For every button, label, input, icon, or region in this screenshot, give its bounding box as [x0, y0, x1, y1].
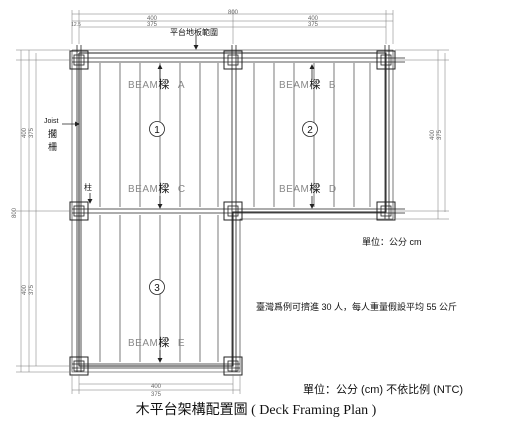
post-inner — [380, 54, 392, 66]
joist-label-zh-1: 擱 — [48, 128, 57, 139]
floor-extent-label: 平台地板範圍 — [170, 27, 218, 37]
floor-extent-arrow-head — [193, 45, 199, 50]
post-inner — [227, 54, 239, 66]
svg-text:2: 2 — [307, 125, 313, 136]
svg-text:1: 1 — [154, 125, 160, 136]
dim-top-left: 400 — [147, 16, 158, 22]
joist-label-zh-2: 柵 — [48, 141, 57, 152]
beam-a-arrow-head — [157, 64, 163, 69]
zone-2-marker: 2 — [302, 121, 318, 137]
joist-arrow-head — [75, 121, 80, 127]
post-inner — [227, 205, 239, 217]
dim-top-right-inner: 375 — [308, 22, 319, 28]
post-inner — [380, 205, 392, 217]
dim-bottom-total: 400 — [151, 384, 162, 390]
deck-edge-outline — [71, 49, 394, 373]
post-inner — [73, 205, 85, 217]
svg-text:3: 3 — [154, 283, 160, 294]
post-square — [223, 50, 243, 70]
dim-left-upper: 400 — [22, 127, 28, 138]
dimension-lines — [16, 10, 449, 394]
zone-1-marker: 1 — [149, 121, 165, 137]
dim-top-left-inner: 375 — [147, 22, 158, 28]
post-inner — [73, 54, 85, 66]
dim-left-lower-inner: 375 — [29, 284, 35, 295]
dim-left-lower: 400 — [22, 284, 28, 295]
post-inner — [227, 360, 239, 372]
joist-label: Joist — [44, 118, 58, 125]
deck-outline — [78, 52, 387, 367]
beam-d-arrow-head — [309, 204, 315, 209]
post-square — [223, 201, 243, 221]
post-arrow-head — [87, 199, 93, 204]
post-inner — [73, 360, 85, 372]
beam-c-arrow-head — [157, 204, 163, 209]
unit-note: 單位：公分 cm — [362, 237, 422, 247]
beam-e-arrow-head — [157, 358, 163, 363]
figure-caption: 木平台架構配置圖 ( Deck Framing Plan ) — [135, 403, 377, 418]
deck-structure — [62, 36, 405, 376]
dim-left-total: 800 — [12, 207, 18, 218]
dim-top-right: 400 — [308, 16, 319, 22]
dim-right-upper-inner: 375 — [437, 129, 443, 140]
dim-right-upper: 400 — [430, 129, 436, 140]
dim-top-edge: 12.5 — [71, 22, 81, 28]
capacity-note: 臺灣爲例可擠進 30 人，每人重量假設平均 55 公斤 — [256, 302, 458, 312]
zone-3-marker: 3 — [149, 279, 165, 295]
dim-bottom-inner: 375 — [151, 392, 162, 398]
post-label: 柱 — [84, 182, 92, 192]
unit-ntc-note: 單位：公分 (cm) 不依比例 (NTC) — [303, 384, 464, 396]
dim-top-total: 800 — [228, 10, 239, 16]
beam-b-arrow-head — [309, 64, 315, 69]
dim-left-upper-inner: 375 — [29, 127, 35, 138]
